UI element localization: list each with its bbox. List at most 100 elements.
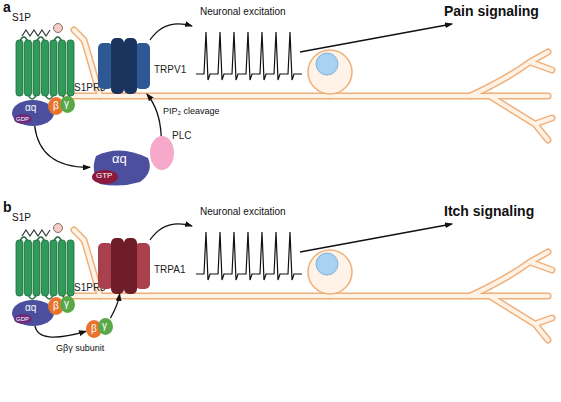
channel-subunit [135, 243, 150, 289]
excitation-arrow [150, 24, 192, 40]
node-label: GDP [16, 116, 29, 123]
soma [308, 250, 352, 294]
node-outline [150, 136, 174, 170]
spike-train [196, 32, 302, 80]
node-label: GDP [16, 316, 29, 323]
receptor-helix [25, 240, 32, 296]
node-label: γ [64, 298, 69, 309]
subunit-shape [12, 300, 54, 326]
signal-arrow [147, 94, 161, 136]
nucleus [316, 53, 338, 75]
outcome-label: Pain signaling [444, 4, 539, 19]
neuron-fill [66, 30, 552, 140]
neuron-fill [66, 230, 552, 340]
axon-terminal [470, 252, 552, 340]
channel-subunit [135, 43, 150, 89]
ligand-tail [22, 230, 50, 236]
outcome-label: Itch signaling [444, 204, 534, 219]
g-alpha: αqGDP [12, 100, 54, 126]
node-label: GTP [96, 172, 112, 181]
subunit-shape [12, 100, 54, 126]
signal-arrow [35, 126, 90, 167]
subunit-shape [60, 296, 75, 313]
g-gamma: γ [60, 296, 75, 313]
panel-a-art [22, 24, 552, 141]
gdp-blob [14, 314, 32, 324]
plc-enzyme: PLC [150, 136, 174, 170]
subunit-shape [150, 136, 174, 170]
subunit-shape [60, 96, 75, 113]
node-label: PLC [172, 130, 191, 141]
ligand-tail [22, 30, 50, 36]
receptor-helix [50, 240, 57, 296]
g-alpha: αqGDP [12, 300, 54, 326]
excitation-arrow [150, 224, 192, 240]
channel-subunit [98, 243, 113, 289]
signal-arrow [110, 294, 119, 318]
ion-channel: TRPA1 [98, 238, 150, 294]
subunit-shape [98, 318, 113, 335]
receptor-helix [42, 40, 49, 96]
node-outline [14, 34, 76, 102]
process-label: Neuronal excitation [200, 6, 286, 17]
receptor-helix [50, 40, 57, 96]
nucleus [316, 253, 338, 275]
node-outline [98, 238, 150, 294]
g-alpha-gtp: αqGTP [90, 148, 152, 186]
receptor-helix [25, 40, 32, 96]
receptor: S1PR3 [14, 234, 76, 302]
channel-subunit [98, 43, 113, 89]
channel-subunit [124, 38, 137, 94]
signal-arrow [35, 326, 86, 337]
receptor-helix [33, 240, 40, 296]
receptor-helix [67, 40, 74, 96]
node-label: αq [25, 302, 36, 313]
receptor: S1PR3 [14, 34, 76, 102]
spike-train [196, 232, 302, 280]
node-label: αq [25, 102, 36, 113]
receptor-helix [67, 240, 74, 296]
neuron-outline [66, 30, 552, 140]
channel-subunit [111, 238, 124, 294]
panel-letter: b [3, 200, 12, 215]
node-label: γ [64, 98, 69, 109]
receptor-helix [16, 240, 23, 296]
soma [308, 50, 352, 94]
node-label: TRPV1 [154, 64, 186, 75]
signaling-arrow [300, 24, 452, 52]
channel-subunit [124, 238, 137, 294]
receptor-helix [16, 40, 23, 96]
process-label: Neuronal excitation [200, 206, 286, 217]
axon-terminal [470, 52, 552, 140]
g-gamma: γ [60, 96, 75, 113]
node-label: TRPA1 [154, 264, 186, 275]
subunit-label: Gβγ subunit [56, 344, 104, 354]
node-outline [98, 38, 150, 94]
node-label: β [53, 300, 59, 311]
ligand-head [54, 224, 63, 233]
g-gamma: γ [98, 318, 113, 335]
node-label: β [53, 100, 59, 111]
channel-subunit [111, 38, 124, 94]
gtp-blob [92, 170, 118, 184]
ligand-name: S1P [12, 212, 31, 223]
signaling-arrow [300, 224, 452, 252]
neuron-outline [66, 230, 552, 340]
node-outline [14, 234, 76, 302]
receptor-helix [42, 240, 49, 296]
node-label: αq [112, 152, 127, 166]
receptor-helix [59, 40, 66, 96]
node-label: γ [102, 320, 107, 331]
ligand-name: S1P [12, 12, 31, 23]
ion-channel: TRPV1 [98, 38, 150, 94]
ligand-head [54, 24, 63, 33]
edge-label: PIP₂ cleavage [163, 107, 220, 117]
node-label: β [91, 323, 97, 334]
gdp-blob [14, 114, 32, 124]
receptor-helix [59, 240, 66, 296]
panel-letter: a [3, 0, 11, 15]
panel-b-art [22, 224, 552, 341]
